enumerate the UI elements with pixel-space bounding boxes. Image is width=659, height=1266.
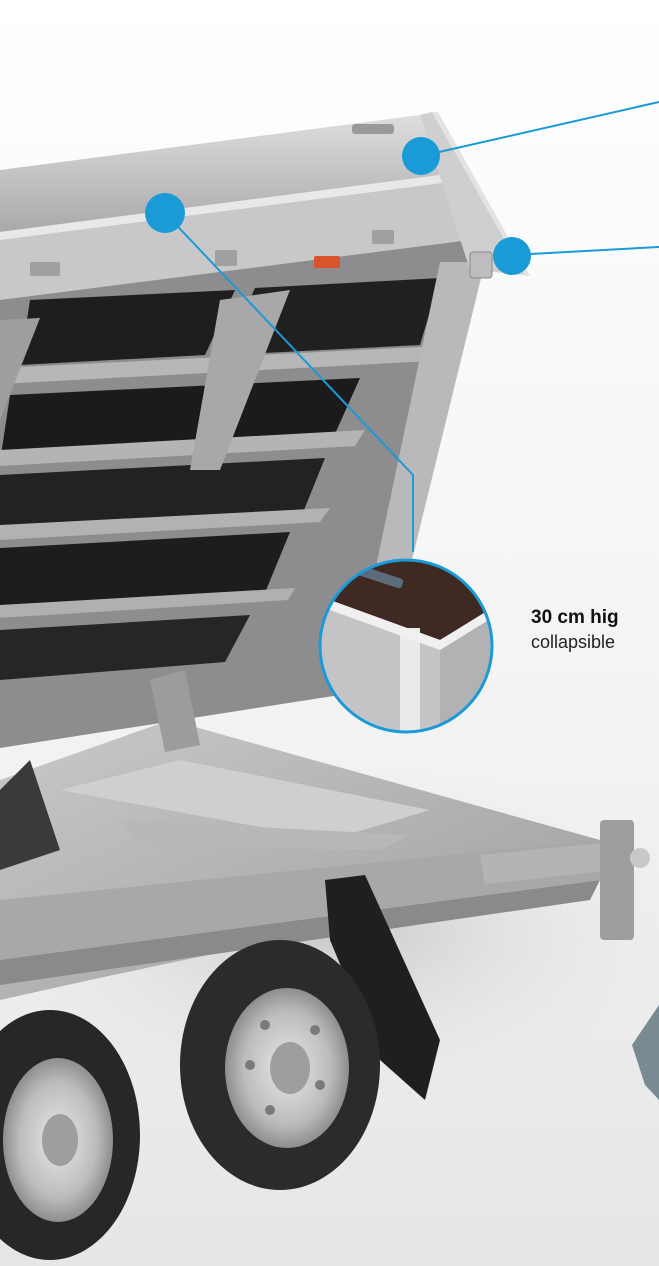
mudguard [325,875,440,1100]
chassis-frame [0,670,650,1000]
detail-zoom-circle [318,558,494,734]
callout-lines [164,101,659,552]
feature-caption: 30 cm hig collapsible [531,606,659,654]
hotspot-blue-dot-icon-2[interactable] [493,237,531,275]
body-side-panel [0,112,530,300]
adjacent-trailer-fragment [632,1005,659,1100]
caption-text: collapsible [531,632,616,652]
hotspot-blue-dot-icon-1[interactable] [402,137,440,175]
jockey-post [600,820,634,940]
caption-title: 30 cm hig [531,607,619,628]
reflector [314,256,340,268]
rear-wheel [180,940,380,1190]
front-wheel [0,1010,140,1260]
hotspot-blue-dot-icon-3[interactable] [145,193,185,233]
